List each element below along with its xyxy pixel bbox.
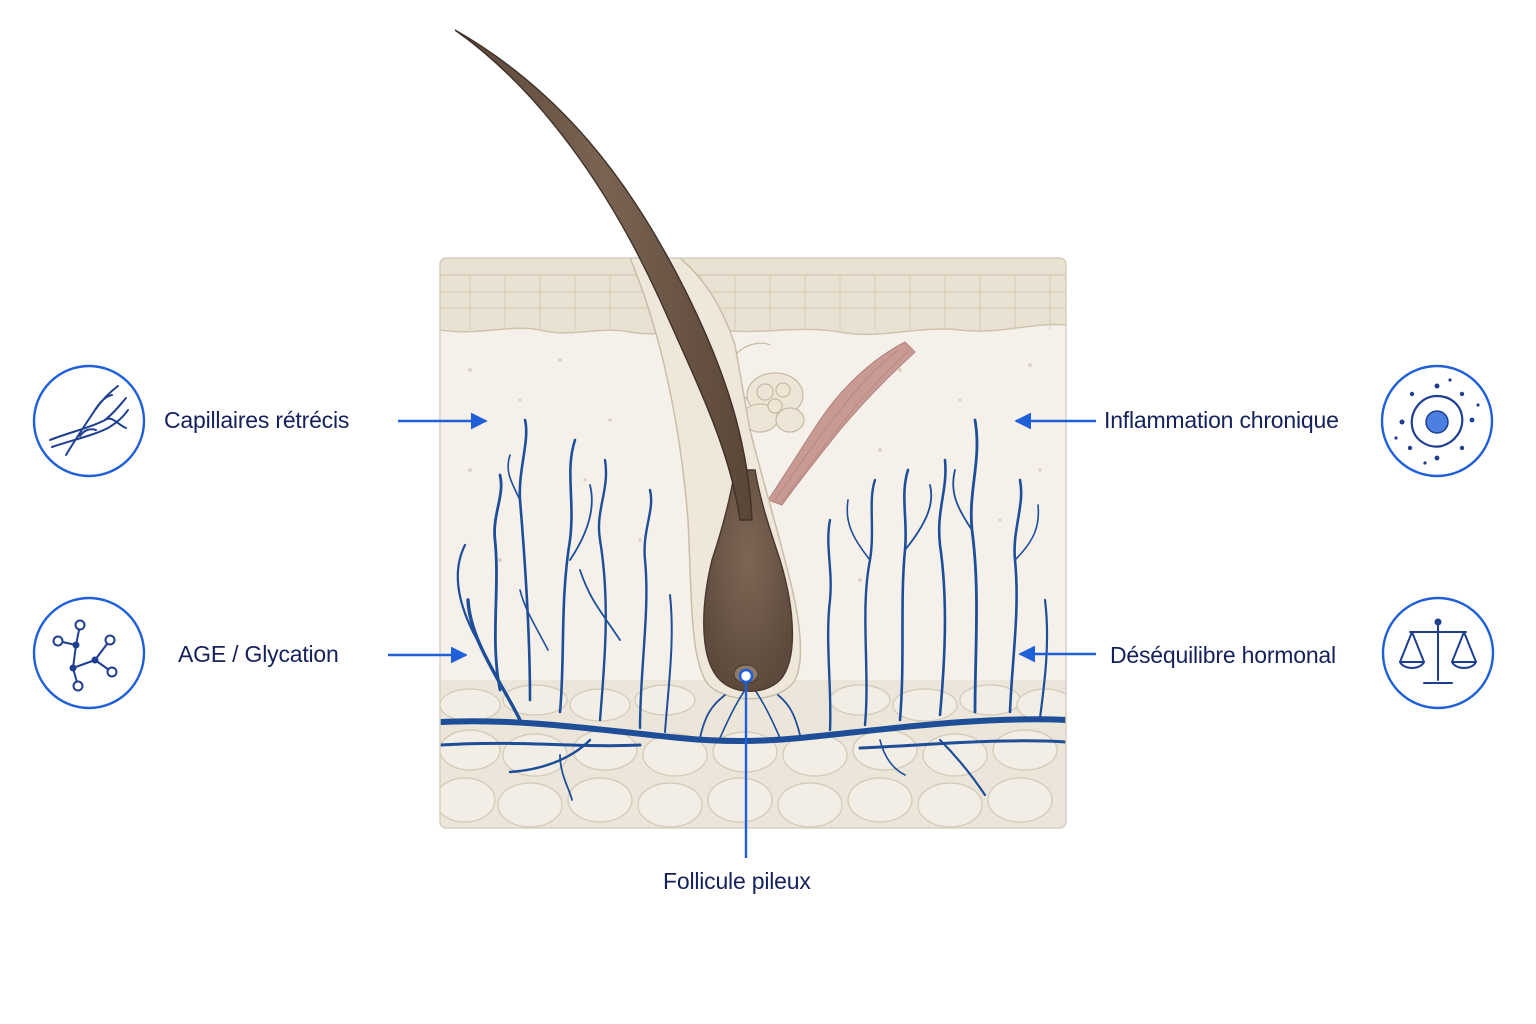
epidermis-layer (440, 258, 1066, 336)
balance-scale-icon (1381, 596, 1495, 710)
callout-arrows (388, 412, 1096, 664)
hair-shaft (454, 29, 753, 521)
capillaries-icon (32, 364, 146, 478)
skin-block-border (439, 257, 1067, 829)
label-follicule-pileux: Follicule pileux (663, 868, 811, 894)
skin-cross-section (440, 258, 1066, 828)
muscle-fibers (774, 349, 909, 503)
inflamed-cell-icon (1380, 364, 1494, 478)
follicle-pointer (738, 668, 754, 858)
molecule-network-icon (32, 596, 146, 710)
label-age-glycation: AGE / Glycation (178, 641, 339, 667)
sebaceous-gland (741, 372, 805, 433)
label-capillaires-retrecis: Capillaires rétrécis (164, 407, 350, 433)
label-inflammation-chronique: Inflammation chronique (1104, 407, 1339, 433)
label-desequilibre-hormonal: Déséquilibre hormonal (1110, 642, 1336, 668)
dermis-texture (468, 358, 1042, 582)
arrector-pili-muscle (767, 341, 916, 506)
